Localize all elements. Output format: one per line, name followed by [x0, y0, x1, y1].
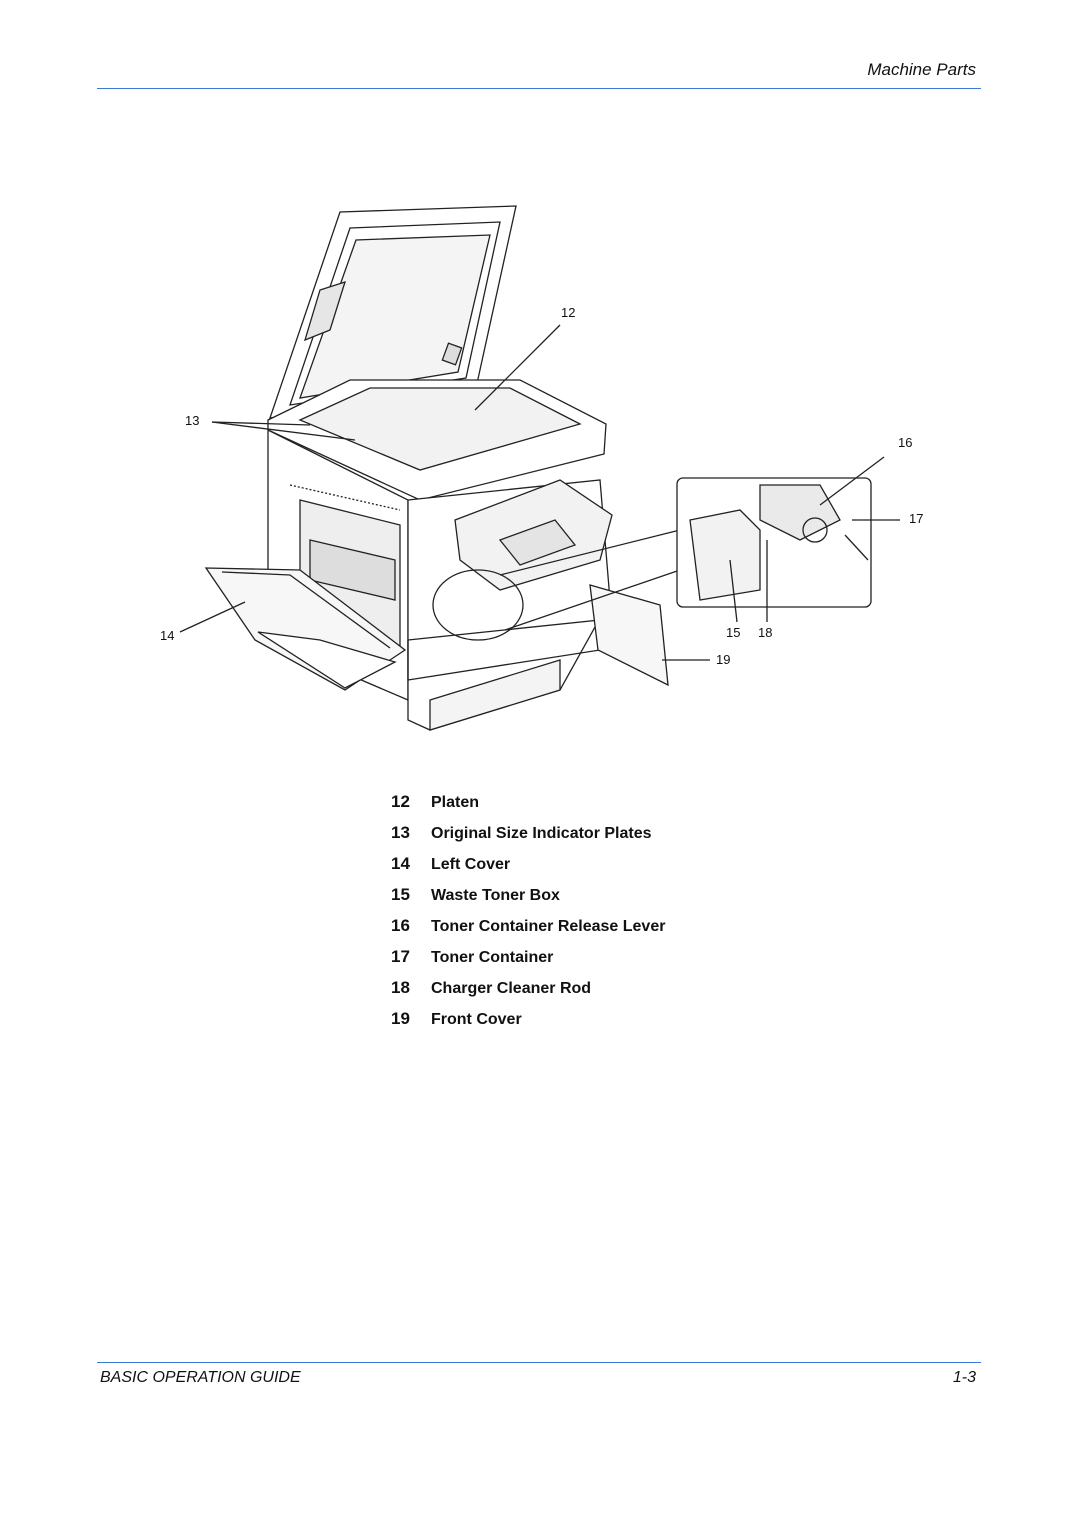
legend-label: Toner Container: [431, 949, 554, 966]
callout-13: 13: [185, 413, 200, 428]
guide-title: BASIC OPERATION GUIDE: [100, 1369, 301, 1386]
callout-14: 14: [160, 628, 175, 643]
legend-item: 19 Front Cover: [391, 1009, 665, 1040]
legend-label: Platen: [431, 794, 480, 811]
legend-number: 18: [391, 978, 410, 997]
callout-19: 19: [716, 652, 731, 667]
legend-item: 13 Original Size Indicator Plates: [391, 823, 665, 854]
legend-label: Left Cover: [431, 856, 511, 873]
legend-number: 19: [391, 1009, 410, 1028]
callout-16: 16: [898, 435, 913, 450]
legend-item: 12 Platen: [391, 792, 665, 823]
section-title: Machine Parts: [867, 60, 976, 79]
legend-label: Front Cover: [431, 1011, 522, 1028]
legend-item: 18 Charger Cleaner Rod: [391, 978, 665, 1009]
legend-number: 12: [391, 792, 410, 811]
legend-item: 15 Waste Toner Box: [391, 885, 665, 916]
footer-rule: [97, 1362, 981, 1363]
legend-number: 16: [391, 916, 410, 935]
legend-label: Waste Toner Box: [431, 887, 560, 904]
callout-18: 18: [758, 625, 773, 640]
legend-item: 17 Toner Container: [391, 947, 665, 978]
legend-item: 16 Toner Container Release Lever: [391, 916, 665, 947]
legend-number: 13: [391, 823, 410, 842]
legend-label: Toner Container Release Lever: [431, 918, 666, 935]
legend-item: 14 Left Cover: [391, 854, 665, 885]
callout-17: 17: [909, 511, 924, 526]
machine-parts-illustration: 12 13 14 15 16 17 18 19: [0, 0, 1080, 760]
header-rule: [97, 88, 981, 89]
legend-number: 15: [391, 885, 410, 904]
legend-number: 17: [391, 947, 410, 966]
legend-number: 14: [391, 854, 410, 873]
legend-label: Charger Cleaner Rod: [431, 980, 592, 997]
copier-drawing: [179, 205, 900, 731]
legend-label: Original Size Indicator Plates: [431, 825, 652, 842]
page-number: 1-3: [952, 1369, 976, 1386]
callout-12: 12: [561, 305, 576, 320]
callout-15: 15: [726, 625, 741, 640]
parts-legend: 12 Platen 13 Original Size Indicator Plate…: [391, 792, 665, 1040]
